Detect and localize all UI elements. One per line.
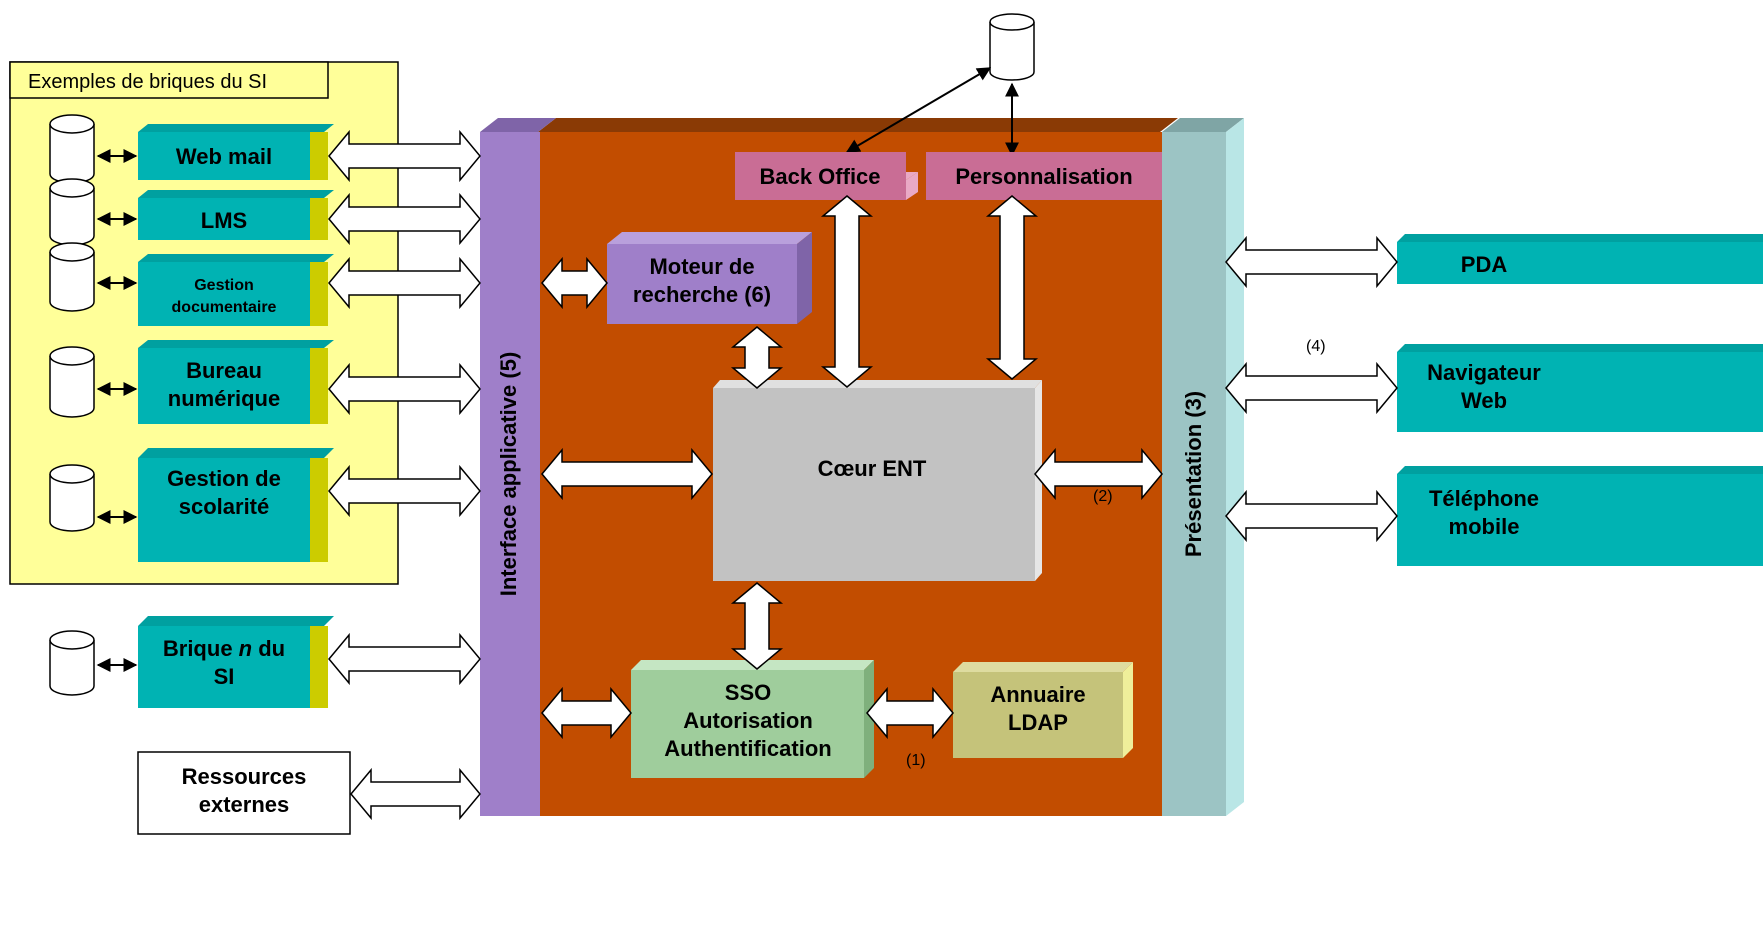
arrow-moteur-coeur — [730, 326, 784, 389]
moteur-line1: Moteur de — [649, 254, 754, 279]
arrow-coeur-presentation — [1034, 447, 1163, 501]
coeur-ent-box: Cœur ENT — [713, 380, 1042, 581]
db-to-backoffice-arrow — [845, 67, 992, 153]
presentation-label: Présentation (3) — [1181, 391, 1206, 557]
moteur-line2: recherche (6) — [633, 282, 771, 307]
arrow-interface-sso — [541, 686, 632, 740]
note-1: (1) — [906, 752, 926, 769]
brick-scolarite-line2: scolarité — [179, 494, 270, 519]
moteur-recherche-box: Moteur de recherche (6) — [607, 232, 812, 324]
sso-line1: SSO — [725, 680, 771, 705]
brick-bureau-line1: Bureau — [186, 358, 262, 383]
brick-lms-line1: LMS — [201, 208, 247, 233]
device-telephone-line2: mobile — [1449, 514, 1520, 539]
si-group-title: Exemples de briques du SI — [28, 71, 267, 93]
annuaire-ldap-box: Annuaire LDAP — [953, 662, 1133, 758]
device-telephone: Téléphone mobile — [1397, 466, 1763, 566]
brick-n-line2: SI — [214, 664, 235, 689]
presentation-column-top — [1162, 118, 1244, 132]
arrow-backoffice-coeur — [820, 195, 874, 388]
ressources-line2: externes — [199, 792, 290, 817]
presentation-column — [1162, 132, 1226, 816]
note-2: (2) — [1093, 488, 1113, 505]
arrow-gestion-doc-interface — [328, 256, 481, 310]
brick-scolarite: Gestion de scolarité — [138, 448, 334, 562]
annuaire-line2: LDAP — [1008, 710, 1068, 735]
brick-gestion-doc-line1: Gestion — [194, 277, 254, 294]
database-icon-bureau — [49, 346, 95, 418]
interface-label: Interface applicative (5) — [496, 352, 521, 597]
arrow-presentation-telephone — [1225, 489, 1398, 543]
database-icon-webmail — [49, 114, 95, 184]
database-icon-brique-n — [49, 630, 95, 696]
database-icon-gestion-doc — [49, 242, 95, 312]
device-navigateur: Navigateur Web — [1397, 344, 1763, 432]
brick-gestion-doc: Gestion documentaire — [138, 254, 334, 326]
brick-webmail-line1: Web mail — [176, 144, 272, 169]
arrow-ressources-interface — [350, 767, 481, 821]
arrow-presentation-navigateur — [1225, 361, 1398, 415]
brick-lms: LMS — [138, 190, 334, 240]
core-block-top — [538, 118, 1178, 132]
brick-n-italic: n — [239, 636, 252, 661]
ressources-line1: Ressources — [182, 764, 307, 789]
arrow-personnalisation-coeur — [985, 195, 1039, 380]
databases-layer — [49, 114, 138, 696]
database-icon-scolarite — [49, 464, 95, 532]
device-pda-line1: PDA — [1461, 252, 1508, 277]
personnalisation-box: Personnalisation — [926, 152, 1162, 200]
brick-n-line1: Brique n du — [163, 636, 285, 661]
brick-bureau-line2: numérique — [168, 386, 280, 411]
interface-column — [480, 132, 540, 816]
device-navigateur-line2: Web — [1461, 388, 1507, 413]
arrow-interface-moteur — [541, 256, 608, 310]
brick-n: Brique n du SI — [138, 616, 334, 708]
brick-n-prefix: Brique — [163, 636, 239, 661]
database-icon-lms — [49, 178, 95, 246]
brick-gestion-doc-line2: documentaire — [172, 299, 277, 316]
personnalisation-label: Personnalisation — [955, 164, 1132, 189]
arrow-coeur-sso — [730, 582, 784, 670]
device-navigateur-line1: Navigateur — [1427, 360, 1541, 385]
ressources-externes-box: Ressources externes — [137, 751, 351, 835]
brick-webmail: Web mail — [138, 124, 334, 180]
device-pda: PDA — [1397, 234, 1763, 284]
arrows-layer — [328, 129, 1398, 821]
sso-line2: Autorisation — [683, 708, 813, 733]
coeur-label: Cœur ENT — [818, 456, 927, 481]
sso-box: SSO Autorisation Authentification — [631, 660, 874, 778]
brick-bureau: Bureau numérique — [138, 340, 334, 424]
interface-column-top — [480, 118, 556, 132]
annuaire-line1: Annuaire — [990, 682, 1085, 707]
arrow-brique-n-interface — [328, 632, 481, 686]
brick-n-suffix: du — [252, 636, 285, 661]
back-office-box: Back Office — [735, 152, 918, 200]
presentation-column-side — [1226, 118, 1244, 816]
arrow-interface-coeur — [541, 447, 713, 501]
arrow-lms-interface — [328, 192, 481, 246]
sso-line3: Authentification — [664, 736, 831, 761]
note-4: (4) — [1306, 338, 1326, 355]
arrow-bureau-interface — [328, 362, 481, 416]
arrow-presentation-pda — [1225, 235, 1398, 289]
arrow-sso-annuaire — [866, 686, 954, 740]
brick-scolarite-line1: Gestion de — [167, 466, 281, 491]
device-telephone-line1: Téléphone — [1429, 486, 1539, 511]
back-office-label: Back Office — [759, 164, 880, 189]
arrow-webmail-interface — [328, 129, 481, 183]
database-icon-top — [989, 13, 1035, 81]
arrow-scolarite-interface — [328, 464, 481, 518]
si-group-title-box — [9, 61, 329, 99]
